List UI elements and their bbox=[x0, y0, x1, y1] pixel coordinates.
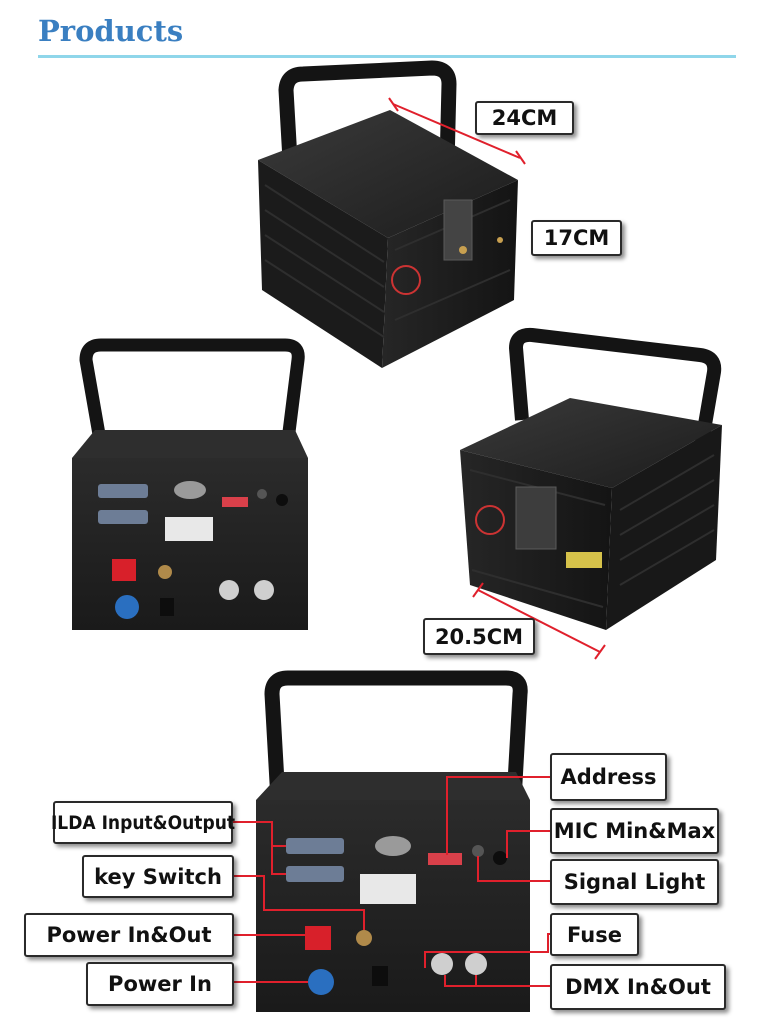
caution-label bbox=[165, 517, 213, 541]
width-dimension-line bbox=[392, 103, 521, 159]
power-in-out-callout: Power In&Out bbox=[24, 913, 234, 957]
key-switch bbox=[356, 930, 372, 946]
unit-front-view bbox=[460, 327, 722, 660]
housing-top bbox=[460, 398, 722, 488]
carry-handle bbox=[509, 327, 722, 502]
fuse-callout: Fuse bbox=[550, 913, 639, 956]
mic-knob bbox=[493, 851, 507, 865]
xlr-dmx-port bbox=[254, 580, 274, 600]
ilda-input-port bbox=[98, 484, 148, 498]
logo-badge bbox=[475, 505, 505, 535]
carry-handle bbox=[79, 338, 305, 442]
warning-label bbox=[566, 552, 602, 568]
ilda-output-port bbox=[286, 866, 344, 882]
housing-front bbox=[382, 180, 518, 368]
xlr-dmx-port bbox=[219, 580, 239, 600]
carry-handle bbox=[278, 60, 457, 166]
ilda-callout: ILDA Input&Output bbox=[51, 801, 235, 844]
ilda-input-port bbox=[286, 838, 344, 854]
dip-switch bbox=[222, 497, 248, 507]
housing-left-side bbox=[258, 160, 388, 368]
address-callout: Address bbox=[550, 753, 667, 801]
unit-back-view bbox=[72, 338, 308, 630]
dip-switch bbox=[428, 853, 462, 865]
laser-aperture bbox=[515, 486, 557, 550]
depth-dimension-label: 20.5CM bbox=[423, 618, 535, 655]
red-power-switch bbox=[305, 926, 331, 950]
key-switch-callout: key Switch bbox=[82, 855, 234, 898]
power-in-callout: Power In bbox=[86, 962, 234, 1006]
page-title: Products bbox=[38, 14, 184, 48]
mic-callout: MIC Min&Max bbox=[550, 808, 719, 854]
caution-label bbox=[360, 874, 416, 904]
laser-aperture bbox=[443, 199, 473, 261]
blue-power-connector bbox=[308, 969, 334, 995]
signal-light-callout: Signal Light bbox=[550, 859, 719, 905]
carry-handle bbox=[264, 670, 528, 801]
depth-dimension-line bbox=[477, 589, 601, 653]
blue-power-connector bbox=[115, 595, 139, 619]
signal-light-indicator bbox=[472, 845, 484, 857]
xlr-dmx-port bbox=[431, 953, 453, 975]
callout-leaders bbox=[233, 776, 552, 987]
heading-divider bbox=[38, 55, 736, 58]
width-dimension-label: 24CM bbox=[475, 101, 574, 135]
back-panel bbox=[256, 800, 530, 1012]
red-power-switch bbox=[112, 559, 136, 581]
ilda-output-port bbox=[98, 510, 148, 524]
dmx-callout: DMX In&Out bbox=[550, 964, 726, 1010]
xlr-dmx-port bbox=[465, 953, 487, 975]
height-dimension-label: 17CM bbox=[531, 220, 622, 256]
logo-badge bbox=[391, 265, 421, 295]
unit-annotated-view bbox=[233, 670, 552, 1012]
unit-top-view bbox=[258, 60, 526, 368]
housing-right-side bbox=[606, 425, 722, 630]
fuse-holder bbox=[372, 966, 388, 986]
